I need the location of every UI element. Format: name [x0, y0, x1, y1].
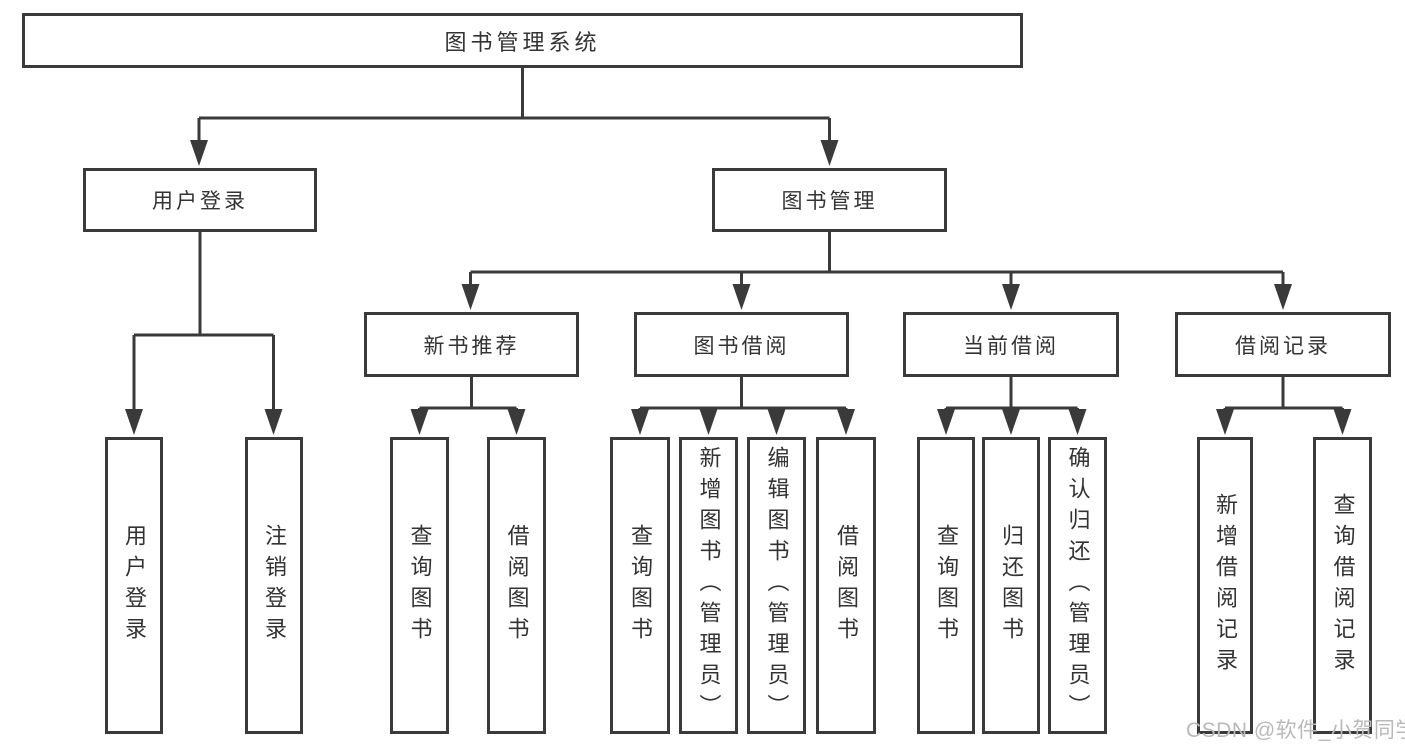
arrow-down-icon — [1274, 284, 1292, 310]
arrow-down-icon — [1216, 409, 1234, 435]
leaf-confirm-return-admin: 确认归还（管理员） — [1048, 437, 1107, 734]
leaf-user-login: 用户登录 — [105, 437, 163, 734]
node-label: 查询借阅记录 — [1330, 492, 1356, 679]
node-label: 用户登录 — [152, 190, 248, 213]
node-label: 归还图书 — [999, 523, 1024, 648]
arrow-down-icon — [837, 409, 855, 435]
connector-root — [197, 68, 831, 146]
arrow-down-icon — [461, 284, 480, 310]
leaf-query-books-borrowing: 查询图书 — [610, 437, 670, 734]
node-label: 新增图书（管理员） — [696, 446, 722, 725]
arrow-down-icon — [937, 409, 955, 435]
node-label: 新书推荐 — [423, 334, 520, 358]
arrow-down-icon — [1002, 284, 1020, 310]
node-book-borrowing: 图书借阅 — [634, 312, 849, 377]
node-label: 图书管理系统 — [444, 29, 601, 55]
arrow-down-icon — [1002, 409, 1020, 435]
node-label: 编辑图书（管理员） — [764, 446, 790, 725]
connector-book-borrowing — [638, 377, 848, 415]
connector-book-management — [469, 232, 1285, 290]
node-label: 借阅记录 — [1235, 334, 1331, 358]
node-label: 查询图书 — [407, 523, 433, 648]
arrow-down-icon — [767, 409, 786, 435]
connector-user-login — [132, 232, 275, 415]
arrow-down-icon — [699, 409, 718, 435]
node-label: 借阅图书 — [834, 523, 859, 648]
node-library-management-system: 图书管理系统 — [22, 13, 1023, 68]
leaf-query-books-current: 查询图书 — [917, 437, 975, 734]
arrow-down-icon — [125, 409, 143, 435]
node-label: 注销登录 — [262, 523, 287, 648]
node-label: 图书管理 — [781, 190, 878, 213]
node-label: 查询图书 — [628, 523, 653, 648]
arrow-down-icon — [507, 409, 526, 435]
node-borrowing-records: 借阅记录 — [1175, 312, 1391, 377]
arrow-down-icon — [631, 409, 649, 435]
arrow-down-icon — [1333, 409, 1352, 435]
leaf-add-book-admin: 新增图书（管理员） — [679, 437, 738, 734]
watermark: CSDN @软件_小贺同学 — [1186, 719, 1405, 742]
leaf-logout-login: 注销登录 — [245, 437, 303, 734]
arrow-down-icon — [820, 140, 839, 166]
node-new-book-recommendation: 新书推荐 — [364, 312, 579, 377]
node-label: 图书借阅 — [693, 334, 790, 358]
arrow-down-icon — [732, 284, 751, 310]
leaf-add-borrow-record: 新增借阅记录 — [1197, 437, 1253, 734]
node-label: 查询图书 — [934, 523, 959, 648]
node-label: 用户登录 — [122, 523, 147, 648]
leaf-borrow-books-borrowing: 借阅图书 — [816, 437, 876, 734]
connector-borrowing-records — [1223, 377, 1344, 415]
leaf-borrow-books-recommend: 借阅图书 — [487, 437, 546, 734]
arrow-down-icon — [190, 140, 208, 166]
leaf-query-books-recommend: 查询图书 — [390, 437, 449, 734]
node-label: 确认归还（管理员） — [1065, 446, 1091, 725]
leaf-return-books: 归还图书 — [982, 437, 1040, 734]
node-label: 新增借阅记录 — [1213, 492, 1238, 679]
node-book-management: 图书管理 — [712, 168, 947, 232]
arrow-down-icon — [264, 409, 283, 435]
leaf-query-borrow-record: 查询借阅记录 — [1313, 437, 1372, 734]
leaf-edit-book-admin: 编辑图书（管理员） — [747, 437, 806, 734]
node-label: 借阅图书 — [504, 523, 530, 648]
connector-new-book — [418, 377, 518, 415]
node-label: 当前借阅 — [963, 334, 1059, 358]
node-current-borrowing: 当前借阅 — [903, 312, 1119, 377]
arrow-down-icon — [1068, 409, 1087, 435]
node-user-login: 用户登录 — [83, 168, 317, 232]
arrow-down-icon — [410, 409, 429, 435]
